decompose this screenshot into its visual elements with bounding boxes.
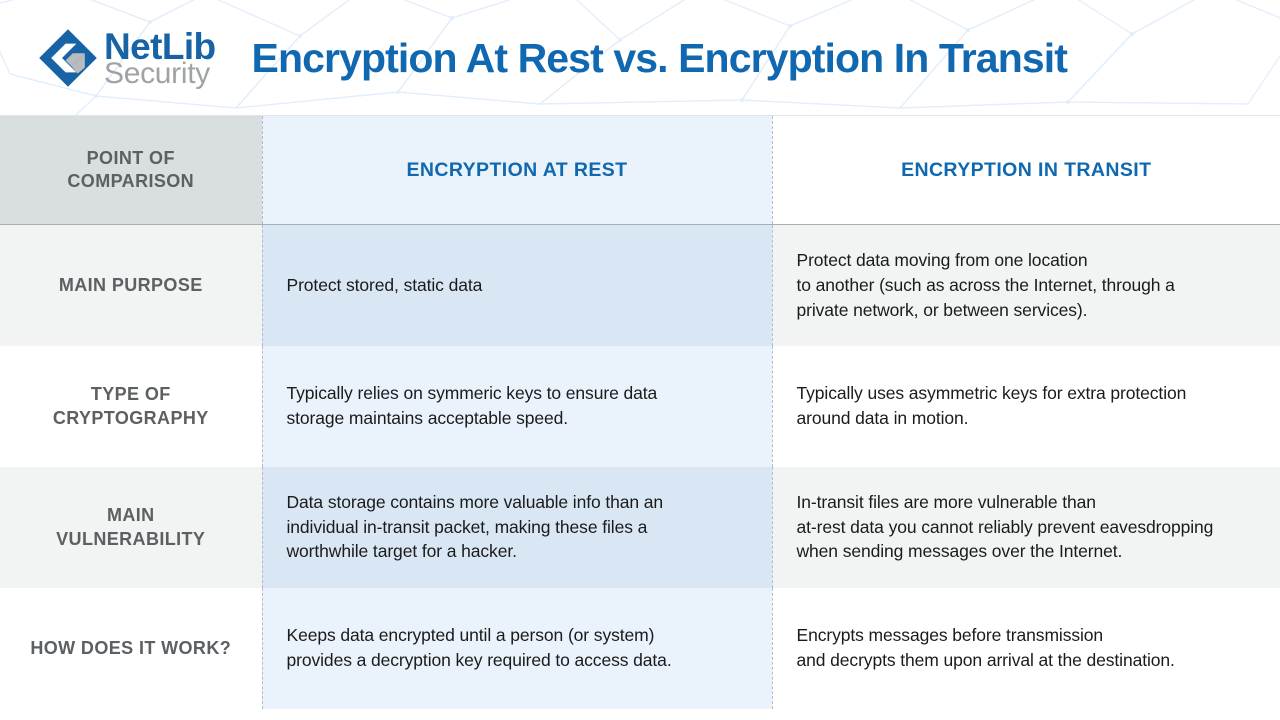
cell-main-vulnerability-in-transit-text: In-transit files are more vulnerable tha… [796,491,1214,562]
cell-type-of-cryptography-at-rest: Typically relies on symmeric keys to ens… [261,345,773,467]
cell-type-of-cryptography-in-transit-text: Typically uses asymmetric keys for extra… [796,383,1187,428]
table-row: MAIN VULNERABILITY Data storage contains… [0,466,1280,588]
cell-main-vulnerability-at-rest: Data storage contains more valuable info… [261,466,773,588]
column-header-encryption-at-rest-label: ENCRYPTION AT REST [406,158,628,181]
cell-main-purpose-in-transit-text: Protect data moving from one location to… [796,249,1175,320]
row-label-type-of-cryptography: TYPE OF CRYPTOGRAPHY [0,345,262,467]
cell-type-of-cryptography-at-rest-text: Typically relies on symmeric keys to ens… [286,383,658,428]
cell-main-purpose-at-rest: Protect stored, static data [261,224,773,346]
column-header-encryption-at-rest: ENCRYPTION AT REST [261,116,773,225]
cell-main-vulnerability-in-transit: In-transit files are more vulnerable tha… [772,466,1280,588]
column-header-point-of-comparison: POINT OF COMPARISON [0,116,262,225]
logo-word-security: Security [104,57,210,91]
table-head: POINT OF COMPARISON ENCRYPTION AT REST E… [0,116,1280,225]
cell-how-does-it-work-at-rest: Keeps data encrypted until a person (or … [261,587,773,709]
column-header-point-of-comparison-label: POINT OF COMPARISON [67,147,195,191]
column-header-encryption-in-transit: ENCRYPTION IN TRANSIT [772,116,1280,225]
row-label-type-of-cryptography-text: TYPE OF CRYPTOGRAPHY [52,383,209,428]
comparison-table: POINT OF COMPARISON ENCRYPTION AT REST E… [0,116,1280,709]
cell-main-vulnerability-at-rest-text: Data storage contains more valuable info… [286,491,664,562]
table-row: HOW DOES IT WORK? Keeps data encrypted u… [0,587,1280,709]
page-title: Encryption At Rest vs. Encryption In Tra… [251,34,1068,81]
header-content: NetLib Security Encryption At Rest vs. E… [0,0,1280,115]
row-label-main-vulnerability-text: MAIN VULNERABILITY [56,504,206,549]
table-header-row: POINT OF COMPARISON ENCRYPTION AT REST E… [0,116,1280,225]
cell-main-purpose-at-rest-text: Protect stored, static data [286,274,483,295]
cell-how-does-it-work-in-transit-text: Encrypts messages before transmission an… [796,625,1175,670]
row-label-how-does-it-work-text: HOW DOES IT WORK? [30,637,232,658]
row-label-main-purpose-text: MAIN PURPOSE [58,275,203,296]
cell-how-does-it-work-at-rest-text: Keeps data encrypted until a person (or … [286,625,672,670]
table-row: TYPE OF CRYPTOGRAPHY Typically relies on… [0,345,1280,467]
cell-how-does-it-work-in-transit: Encrypts messages before transmission an… [772,587,1280,709]
table-body: MAIN PURPOSE Protect stored, static data… [0,224,1280,709]
cell-main-purpose-in-transit: Protect data moving from one location to… [772,224,1280,346]
row-label-main-vulnerability: MAIN VULNERABILITY [0,466,262,588]
column-header-encryption-in-transit-label: ENCRYPTION IN TRANSIT [901,158,1152,181]
page-header: NetLib Security Encryption At Rest vs. E… [0,0,1280,116]
row-label-main-purpose: MAIN PURPOSE [0,224,262,346]
netlib-diamond-logo-icon [39,29,97,87]
logo-wordmark: NetLib Security [104,28,216,91]
cell-type-of-cryptography-in-transit: Typically uses asymmetric keys for extra… [772,345,1280,467]
table-row: MAIN PURPOSE Protect stored, static data… [0,224,1280,346]
netlib-security-logo[interactable]: NetLib Security [38,28,216,91]
row-label-how-does-it-work: HOW DOES IT WORK? [0,587,262,709]
